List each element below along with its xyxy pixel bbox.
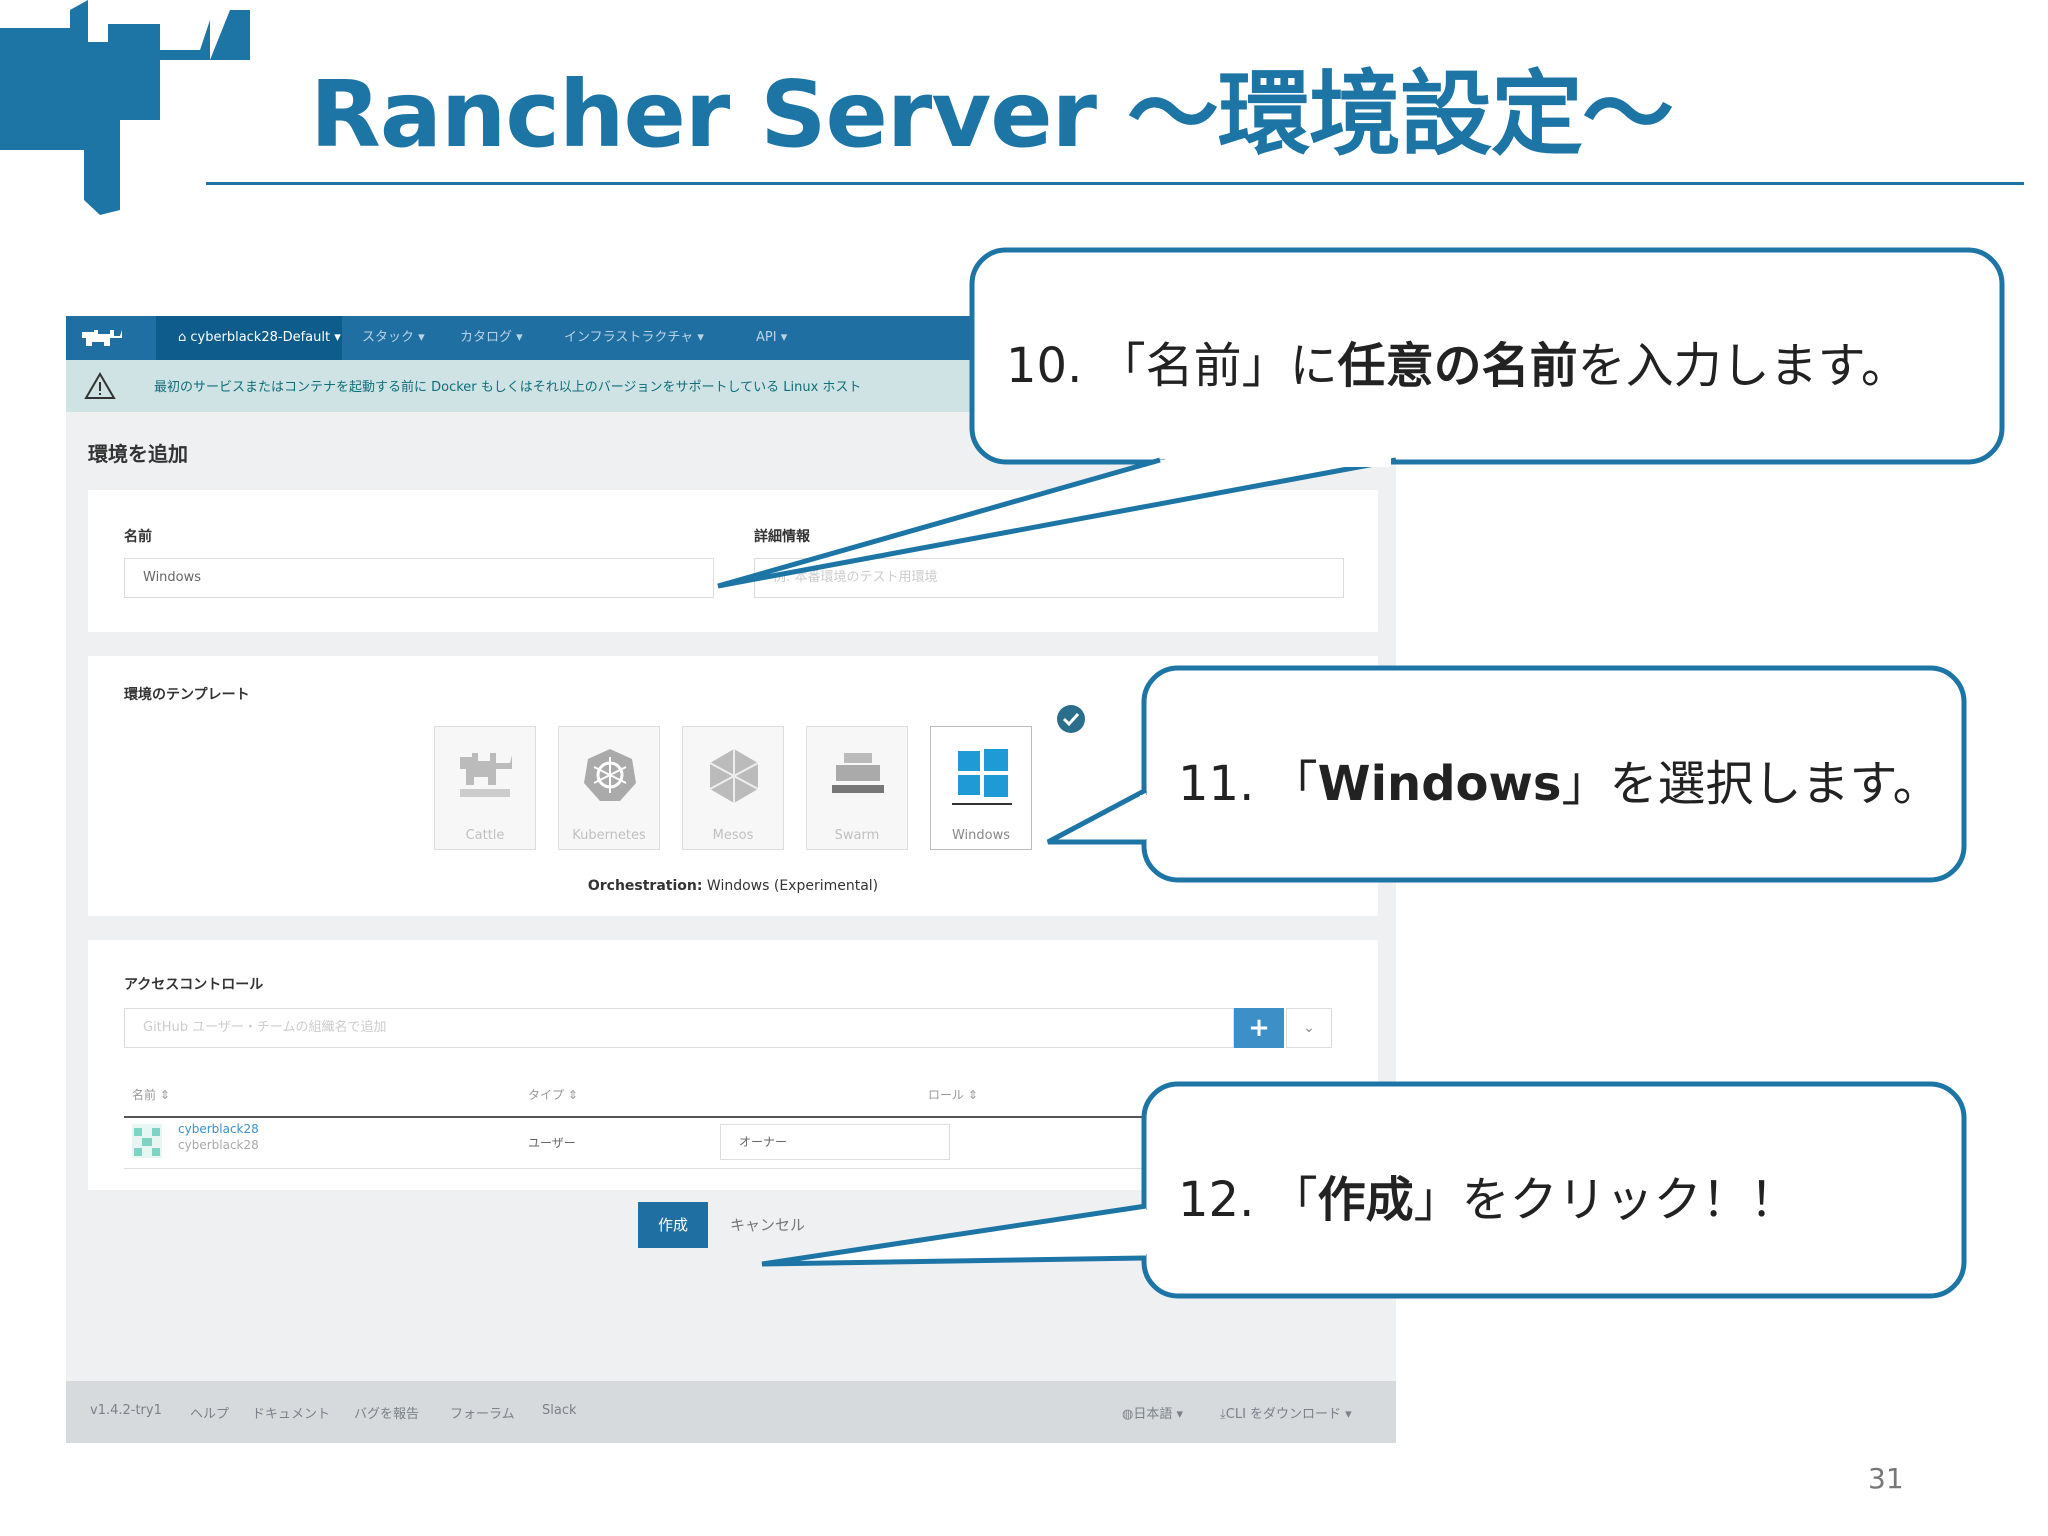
column-role[interactable]: ロール ⇕ [928, 1088, 978, 1102]
rancher-logo-icon [0, 0, 250, 215]
globe-icon: ◍ [1122, 1407, 1134, 1422]
add-member-button[interactable]: + [1234, 1008, 1284, 1048]
template-label-cattle: Cattle [465, 828, 505, 843]
orchestration-info: Orchestration: Windows (Experimental) [88, 878, 1378, 894]
mesos-icon [709, 749, 759, 803]
table-header-divider [124, 1116, 1334, 1118]
name-input[interactable]: Windows [124, 558, 714, 598]
callout-3-pre: 「 [1269, 1172, 1318, 1228]
callout-1: 10. 「名前」に任意の名前を入力します。 [1006, 326, 1909, 396]
selected-check-icon [1057, 705, 1085, 733]
template-label: 環境のテンプレート [124, 687, 250, 703]
chevron-down-icon: ▾ [330, 330, 341, 345]
template-label-kubernetes: Kubernetes [572, 828, 646, 843]
footer-bug-link[interactable]: バグを報告 [354, 1407, 420, 1422]
environment-name: cyberblack28-Default [190, 330, 331, 345]
cancel-button[interactable]: キャンセル [730, 1216, 806, 1234]
language-selector[interactable]: ◍日本語 ▾ [1122, 1407, 1184, 1422]
footer: v1.4.2-try1 ヘルプ ドキュメント バグを報告 フォーラム Slack… [66, 1381, 1396, 1443]
name-label: 名前 [124, 529, 152, 545]
callout-3-bold: 作成 [1317, 1172, 1414, 1228]
member-role-select[interactable]: オーナー [720, 1124, 950, 1160]
callout-3: 12. 「作成」をクリック！！ [1178, 1160, 1798, 1230]
nav-infrastructure[interactable]: インフラストラクチャ ▾ [564, 330, 704, 345]
nav-api[interactable]: API ▾ [756, 330, 788, 345]
template-label-swarm: Swarm [834, 828, 880, 843]
description-input[interactable]: 例: 本番環境のテスト用環境 [754, 558, 1344, 598]
callout-3-post: 」をクリック！！ [1413, 1172, 1798, 1228]
plus-icon: + [1248, 1013, 1270, 1043]
title-underline [206, 182, 2024, 185]
orchestration-label: Orchestration: [587, 878, 703, 894]
callout-2-number: 11. [1178, 756, 1255, 812]
member-name[interactable]: cyberblack28 [178, 1122, 259, 1136]
avatar [132, 1124, 162, 1158]
nav-catalog[interactable]: カタログ ▾ [460, 330, 523, 345]
create-button[interactable]: 作成 [638, 1202, 708, 1248]
cli-download-button[interactable]: ⤓CLI をダウンロード ▾ [1220, 1407, 1352, 1422]
cattle-icon [460, 753, 512, 797]
callout-2: 11. 「Windows」を選択します。 [1178, 744, 1941, 814]
callout-2-bold: Windows [1317, 756, 1562, 812]
chevron-down-icon: ⌄ [1303, 1020, 1315, 1036]
home-icon: ⌂ [178, 330, 191, 345]
access-control-card: アクセスコントロール GitHub ユーザー・チームの組織名で追加 + ⌄ 名前… [88, 940, 1378, 1190]
footer-slack-link[interactable]: Slack [542, 1403, 577, 1418]
member-type: ユーザー [528, 1136, 576, 1150]
column-type[interactable]: タイプ ⇕ [528, 1088, 578, 1102]
callout-1-pre: 「名前」に [1097, 338, 1338, 394]
footer-forum-link[interactable]: フォーラム [450, 1407, 515, 1422]
column-name[interactable]: 名前 ⇕ [132, 1088, 170, 1102]
template-mesos[interactable]: Mesos [682, 726, 784, 850]
callout-1-post: を入力します。 [1577, 338, 1909, 394]
callout-1-number: 10. [1006, 338, 1083, 394]
name-card: 名前 Windows 詳細情報 例: 本番環境のテスト用環境 [88, 490, 1378, 632]
swarm-icon [832, 753, 884, 793]
callout-1-bold: 任意の名前 [1337, 338, 1578, 394]
callout-3-shape [761, 1081, 1967, 1299]
windows-icon [952, 749, 1012, 805]
slide-title: Rancher Server ～環境設定～ [310, 61, 1674, 168]
orchestration-value: Windows (Experimental) [706, 878, 879, 894]
template-swarm[interactable]: Swarm [806, 726, 908, 850]
callout-2-shape [1046, 665, 1967, 883]
member-login: cyberblack28 [178, 1138, 259, 1152]
template-cattle[interactable]: Cattle [434, 726, 536, 850]
template-label-mesos: Mesos [712, 828, 754, 843]
access-search-input[interactable]: GitHub ユーザー・チームの組織名で追加 [124, 1008, 1234, 1048]
page-number: 31 [1868, 1462, 1904, 1495]
callout-1-shape [717, 247, 2005, 589]
download-icon: ⤓ [1220, 1407, 1226, 1422]
callout-2-post: 」を選択します。 [1561, 756, 1941, 812]
warning-icon [84, 372, 116, 399]
template-windows[interactable]: Windows [930, 726, 1032, 850]
callout-2-pre: 「 [1269, 756, 1318, 812]
footer-help-link[interactable]: ヘルプ [190, 1407, 230, 1422]
version-label: v1.4.2-try1 [90, 1403, 162, 1418]
template-label-windows: Windows [951, 828, 1011, 843]
footer-docs-link[interactable]: ドキュメント [252, 1407, 331, 1422]
template-kubernetes[interactable]: Kubernetes [558, 726, 660, 850]
callout-3-number: 12. [1178, 1172, 1255, 1228]
table-row-divider [124, 1168, 1334, 1169]
rancher-nav-logo-icon[interactable] [80, 328, 124, 348]
environment-switcher[interactable]: ⌂ cyberblack28-Default ▾ [156, 316, 342, 360]
access-dropdown-button[interactable]: ⌄ [1286, 1008, 1332, 1048]
nav-stacks[interactable]: スタック ▾ [362, 330, 425, 345]
kubernetes-icon [584, 749, 636, 801]
alert-text: 最初のサービスまたはコンテナを起動する前に Docker もしくはそれ以上のバー… [154, 380, 862, 395]
access-label: アクセスコントロール [124, 977, 264, 993]
description-label: 詳細情報 [754, 529, 810, 545]
page-heading: 環境を追加 [88, 442, 188, 466]
